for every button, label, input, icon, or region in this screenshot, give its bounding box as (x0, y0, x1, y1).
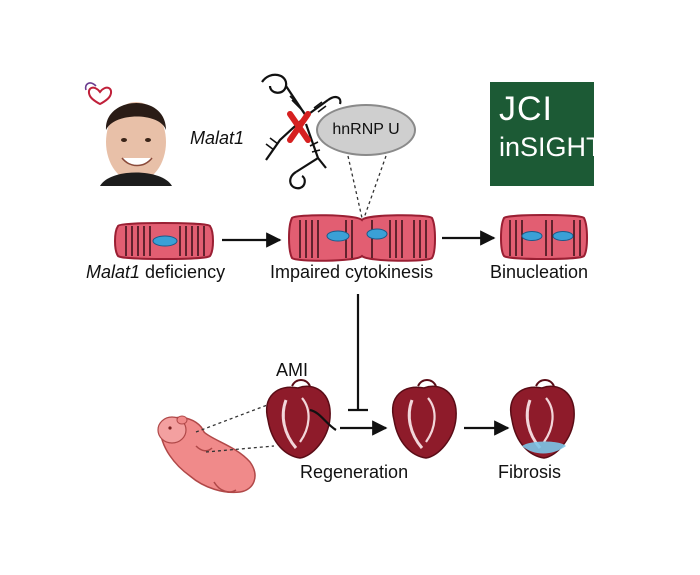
outcome-fibrosis-label: Fibrosis (498, 462, 562, 482)
heart-ami-icon (266, 379, 337, 459)
outcome-regeneration-label: Regeneration (300, 462, 409, 482)
journal-logo: JCI inSIGHT (490, 82, 603, 186)
stage-binucleation-label: Binucleation (490, 262, 589, 282)
journal-logo-line1: JCI (499, 90, 553, 128)
heart-regeneration-icon (392, 379, 457, 459)
stage-cytokinesis-label: Impaired cytokinesis (270, 262, 434, 282)
binding-dotted-lines (347, 155, 387, 219)
neonatal-mouse-icon (157, 415, 256, 494)
outcome-ami-label: AMI (276, 360, 309, 380)
stage-deficiency-label: Malat1 deficiency (86, 262, 225, 283)
inhibition-x-icon (287, 111, 311, 143)
protein-label: hnRNP U (332, 121, 400, 138)
heart-logo-icon (84, 82, 112, 106)
stage-deficiency-text: deficiency (140, 262, 226, 282)
lncrna-structure (261, 73, 342, 190)
cardiomyocyte-cell-binucleated (500, 214, 588, 260)
cardiomyocyte-cell-deficiency (114, 222, 214, 260)
protein-hnrnp-u: hnRNP U (316, 104, 416, 156)
mouse-to-heart-dotted-lines (195, 403, 275, 453)
cardiomyocyte-cell-cytokinesis (288, 214, 436, 262)
heart-fibrosis-icon (510, 379, 575, 459)
avatar (100, 102, 172, 186)
journal-logo-line2: inSIGHT (499, 132, 603, 162)
stage-deficiency-gene: Malat1 (86, 262, 141, 282)
gene-label: Malat1 (190, 128, 245, 148)
inhibition-line (348, 294, 368, 412)
